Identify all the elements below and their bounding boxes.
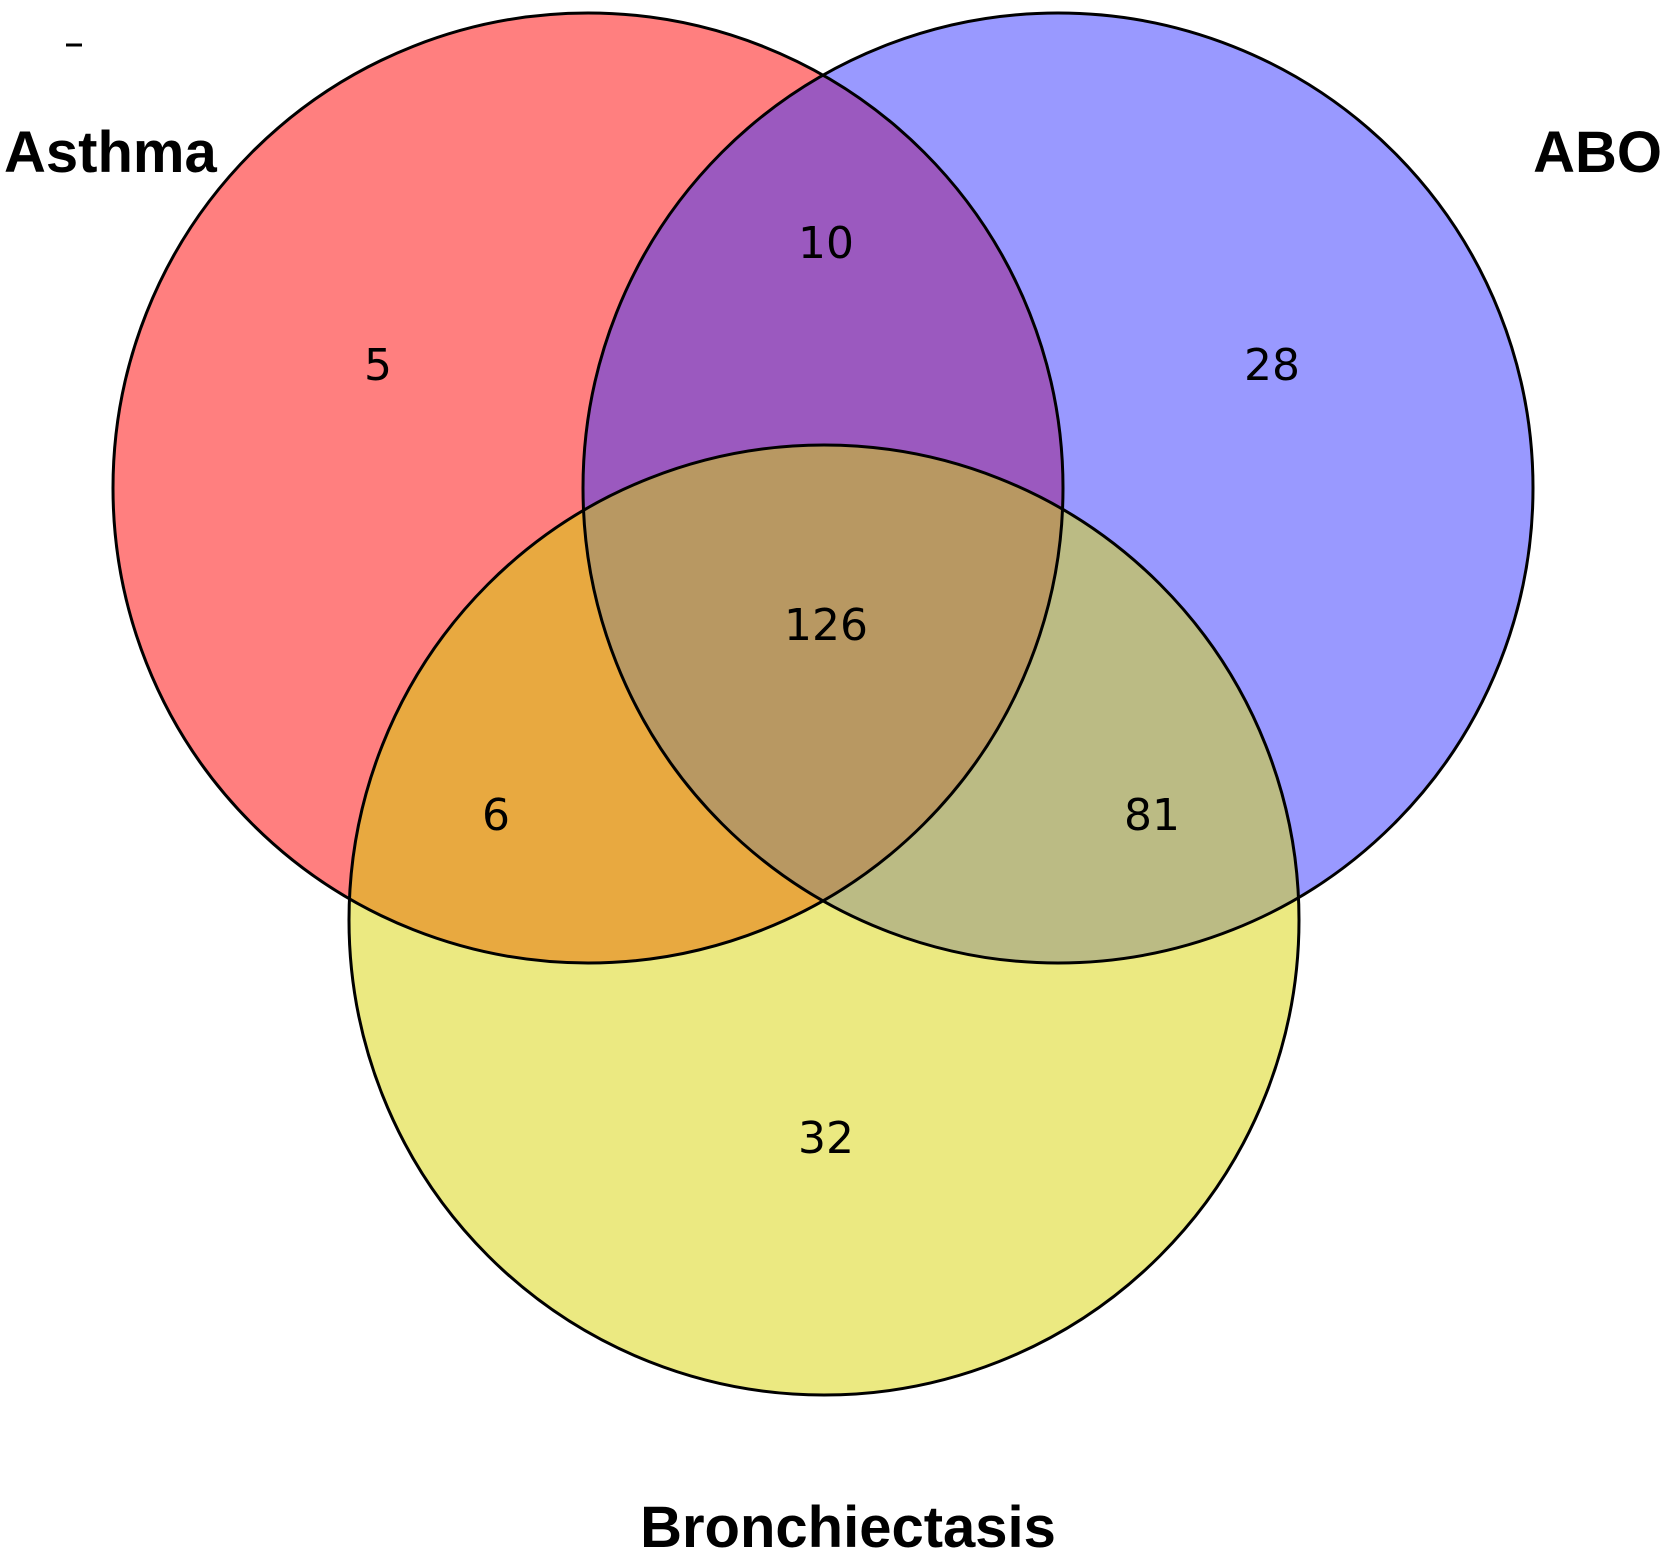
count-abo-only: 28 [1244, 340, 1300, 391]
bronchiectasis-label: Bronchiectasis [640, 1495, 1056, 1559]
count-abo-bronchiectasis: 81 [1124, 790, 1180, 841]
bronchiectasis-outline [347, 443, 1301, 1397]
count-asthma-only: 5 [364, 340, 392, 391]
count-all-three: 126 [784, 600, 868, 651]
count-bronchiectasis-only: 32 [798, 1113, 854, 1164]
abo-outline [581, 11, 1535, 965]
count-asthma-abo: 10 [798, 218, 854, 269]
count-asthma-bronchiectasis: 6 [482, 790, 510, 841]
asthma-outline [111, 11, 1065, 965]
asthma-label: Asthma [4, 120, 217, 185]
abo-label: ABO [1533, 120, 1662, 185]
